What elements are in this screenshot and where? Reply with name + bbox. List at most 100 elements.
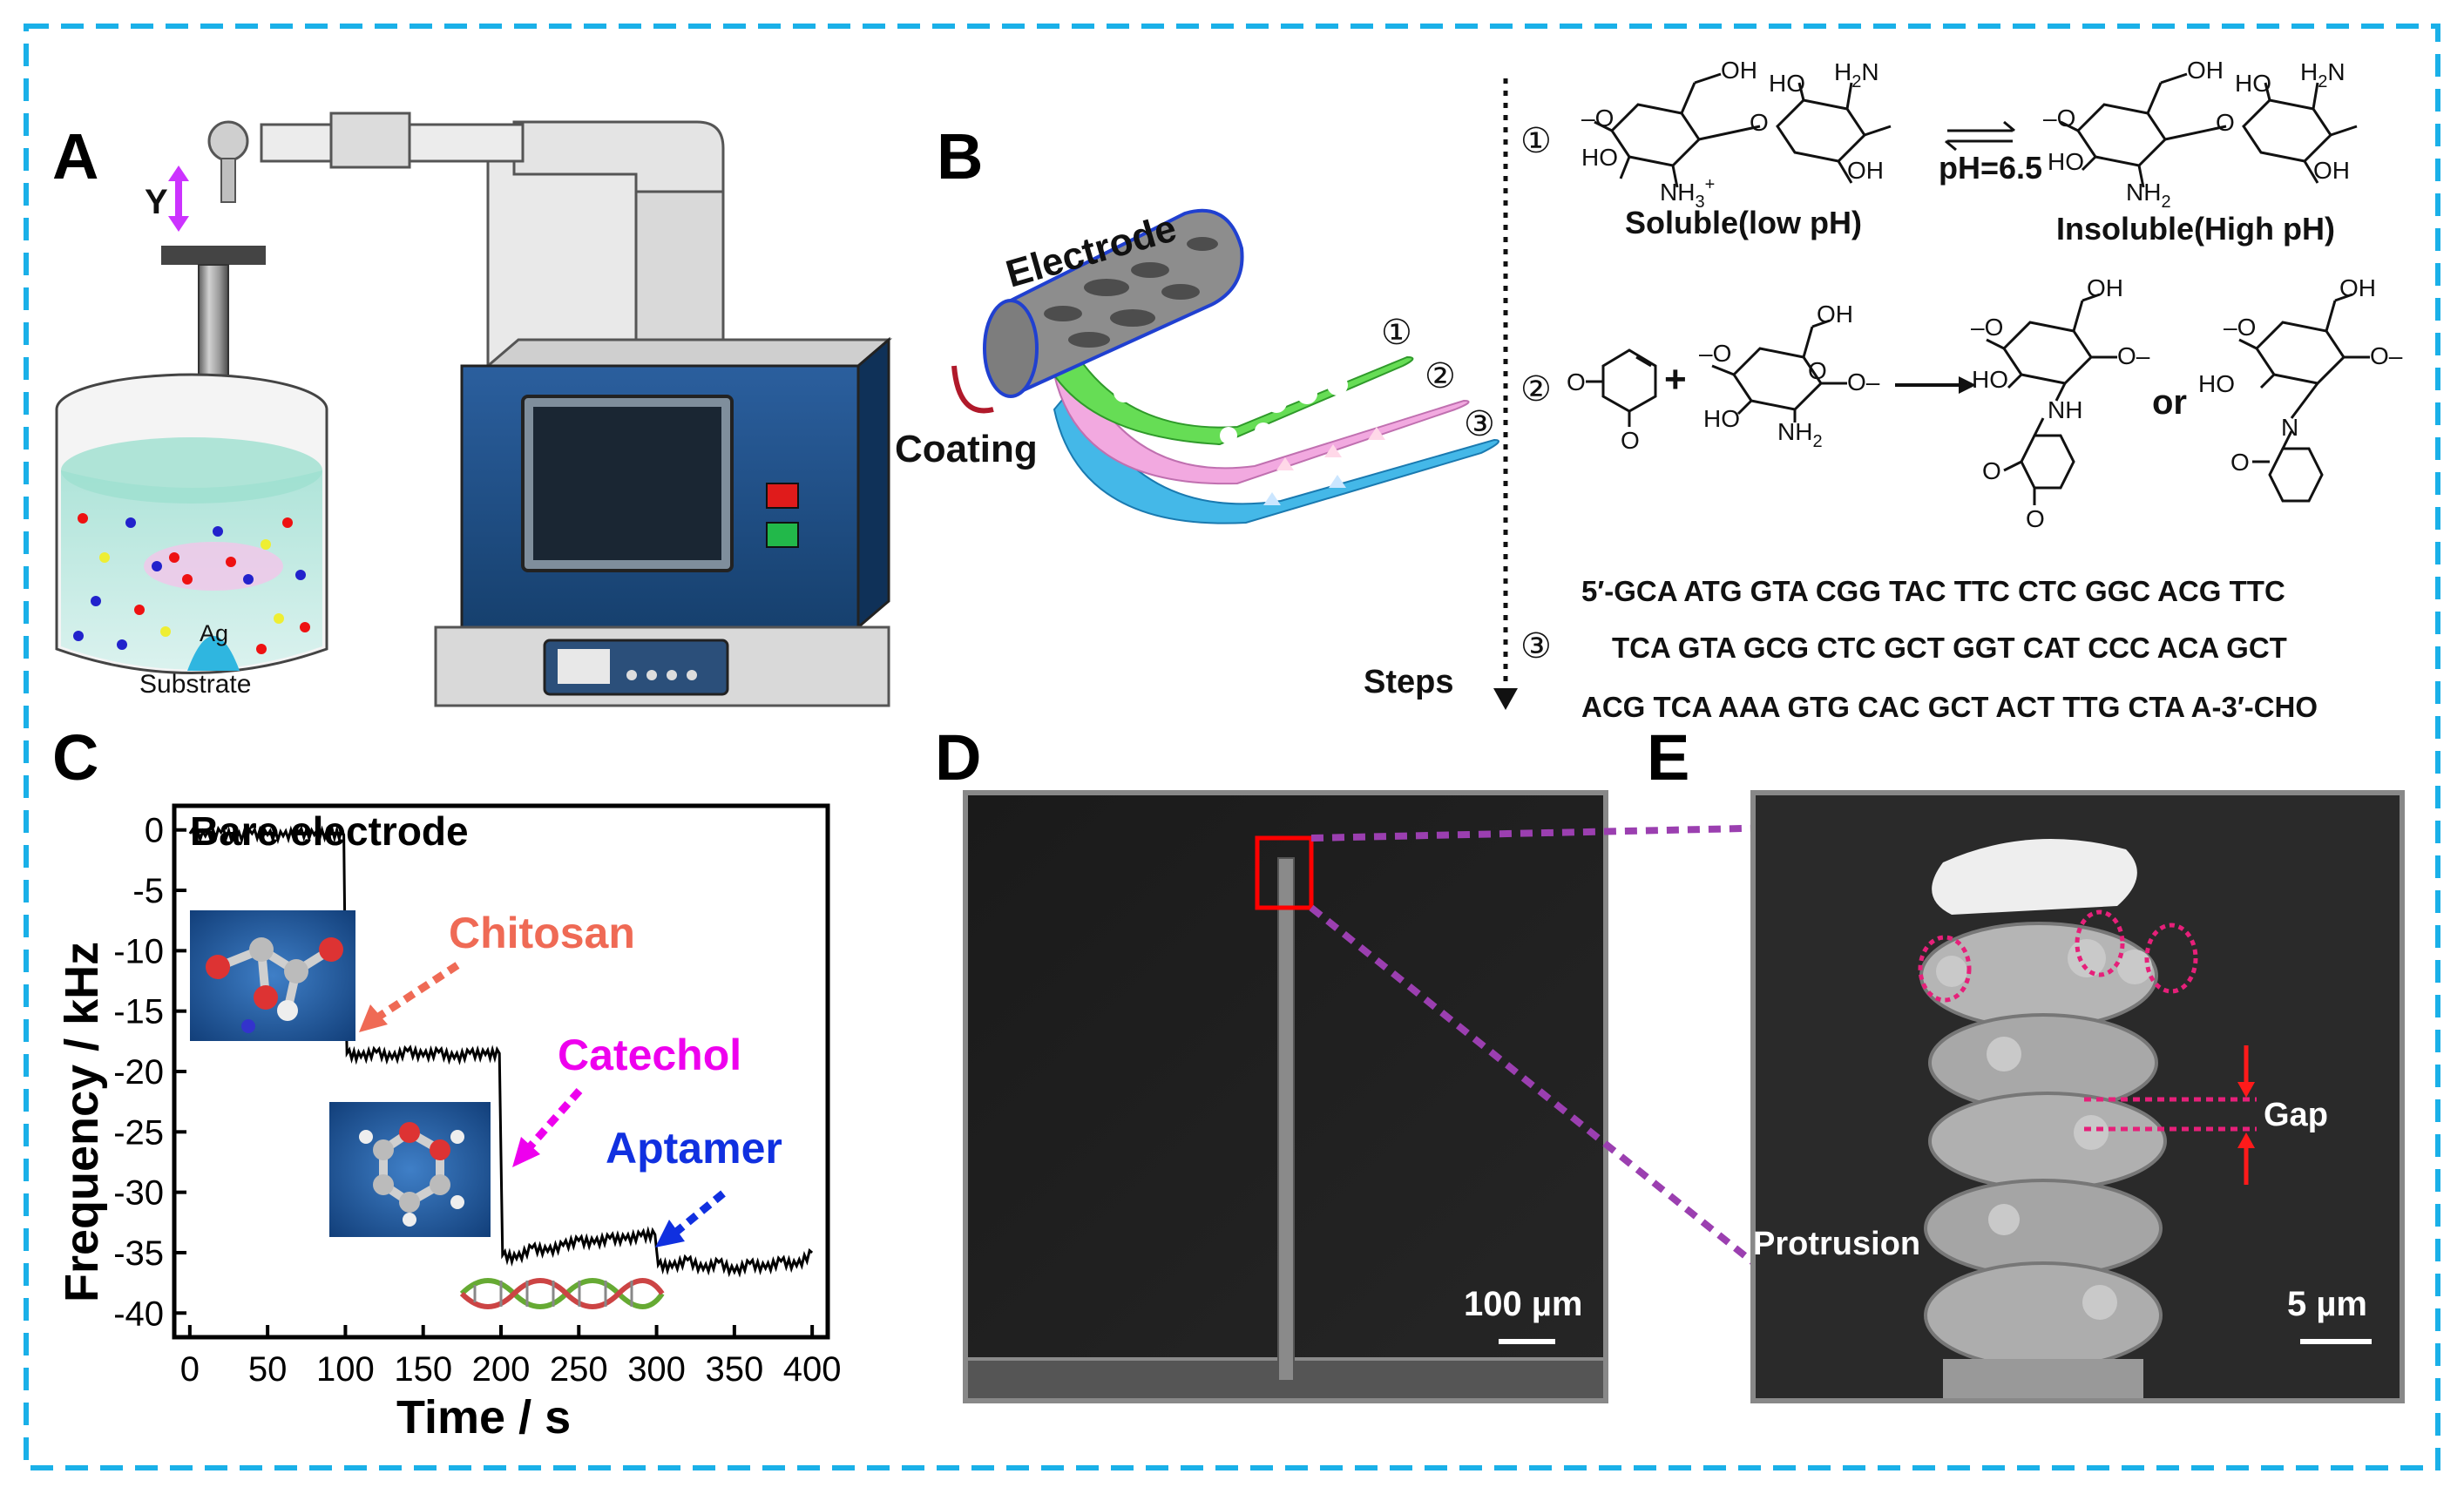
step-3-number: ③ bbox=[1520, 627, 1552, 666]
insoluble-chitosan-structure bbox=[2060, 72, 2358, 188]
sequence-line-2: TCA GTA GCG CTC GCT GGT CAT CCC ACA GCT bbox=[1612, 632, 2287, 664]
steps-arrowhead-icon bbox=[1493, 688, 1518, 710]
annotation-catechol: Catechol bbox=[558, 1031, 741, 1079]
schiff-product-structure-1 bbox=[1986, 293, 2117, 505]
step2-glc-o-methyl: –O bbox=[1699, 340, 1731, 367]
reaction-arrow-icon bbox=[1895, 376, 1976, 394]
step2-quinone-o1: O bbox=[1567, 368, 1586, 395]
step1-r-oh-bottom: OH bbox=[2313, 157, 2350, 184]
y-tick-label: -15 bbox=[113, 993, 164, 1031]
layer-number-2: ② bbox=[1425, 357, 1456, 395]
annotation-chitosan: Chitosan bbox=[449, 909, 635, 957]
soluble-label: Soluble(low pH) bbox=[1625, 205, 1862, 240]
y-tick-label: -5 bbox=[132, 872, 164, 910]
step1-r-o-methyl: –O bbox=[2043, 105, 2075, 132]
x-tick-label: 350 bbox=[705, 1350, 763, 1389]
x-tick-label: 0 bbox=[180, 1350, 200, 1389]
panel-d: D 100 µm bbox=[935, 721, 1608, 1403]
step2-p2-o: O bbox=[2230, 449, 2250, 476]
series-line bbox=[188, 824, 814, 1278]
step1-l-h2n: H2N bbox=[1834, 58, 1879, 91]
step-1-number: ① bbox=[1520, 122, 1552, 160]
step1-r-ho: HO bbox=[2048, 148, 2084, 175]
y-tick-label: -25 bbox=[113, 1113, 164, 1152]
x-tick-label: 100 bbox=[316, 1350, 375, 1389]
step2-p1-ho: HO bbox=[1972, 366, 2008, 393]
y-tick-label: -20 bbox=[113, 1053, 164, 1092]
step1-l-oh-bottom: OH bbox=[1847, 157, 1884, 184]
annotation-aptamer: Aptamer bbox=[606, 1124, 782, 1173]
protrusion-label: Protrusion bbox=[1753, 1226, 1920, 1262]
o-quinone-structure bbox=[1586, 348, 1657, 427]
panel-e-letter: E bbox=[1647, 721, 1689, 794]
scale-label-e: 5 µm bbox=[2287, 1285, 2367, 1323]
step1-r-h2n: H2N bbox=[2300, 58, 2346, 91]
step2-p2-oh: OH bbox=[2339, 274, 2376, 301]
step1-l-ho2: HO bbox=[1769, 70, 1805, 97]
step1-r-nh2: NH2 bbox=[2126, 179, 2171, 212]
x-tick-label: 400 bbox=[783, 1350, 842, 1389]
step1-l-ho: HO bbox=[1581, 144, 1618, 171]
step2-plus: + bbox=[1664, 358, 1687, 401]
x-tick-label: 50 bbox=[248, 1350, 288, 1389]
equilibrium-arrows-icon bbox=[1945, 120, 2015, 152]
step2-p2-o-tail: O– bbox=[2370, 342, 2403, 369]
step-2-reaction: ② O O + –O OH O O– HO NH2 bbox=[1520, 274, 2403, 532]
y-tick-label: -10 bbox=[113, 932, 164, 970]
beaker-icon: Ag bbox=[55, 373, 328, 674]
step2-glc-oh: OH bbox=[1817, 301, 1853, 328]
step1-l-oh-top: OH bbox=[1721, 57, 1757, 84]
figure-frame bbox=[24, 24, 2440, 1470]
x-tick-label: 300 bbox=[627, 1350, 686, 1389]
highlight-box bbox=[1255, 835, 1314, 910]
ion-particles bbox=[73, 513, 310, 654]
layer-arrows-blue bbox=[1263, 475, 1346, 505]
step2-p1-o2: O bbox=[2026, 505, 2045, 532]
step2-glc-nh2: NH2 bbox=[1777, 418, 1823, 451]
step2-p2-n: N bbox=[2281, 414, 2298, 441]
coating-label: Coating bbox=[895, 428, 1038, 470]
step2-p1-o-tail: O– bbox=[2117, 342, 2150, 369]
y-tick-label: 0 bbox=[145, 812, 164, 850]
molecule-chitosan-icon bbox=[190, 910, 355, 1041]
sequence-line-3: ACG TCA AAA GTG CAC GCT ACT TTG CTA A-3′… bbox=[1581, 691, 2318, 723]
panel-a-letter: A bbox=[52, 120, 98, 193]
glucosamine-structure bbox=[1711, 319, 1847, 423]
dna-helix-icon bbox=[459, 1278, 665, 1309]
step2-glc-ho: HO bbox=[1703, 405, 1740, 432]
tip-label-ag: Ag bbox=[200, 620, 228, 646]
panel-c-letter: C bbox=[52, 721, 98, 794]
y-tick-label: -35 bbox=[113, 1234, 164, 1273]
y-double-arrow-icon bbox=[168, 166, 189, 232]
y-axis-label-chart: Frequency / kHz bbox=[56, 942, 108, 1302]
layer-number-3: ③ bbox=[1464, 405, 1495, 443]
y-axis-label: Y bbox=[145, 183, 168, 221]
microelectrode-pillar bbox=[1277, 857, 1295, 1382]
y-tick-label: -40 bbox=[113, 1295, 164, 1333]
step2-p2-ho: HO bbox=[2198, 370, 2235, 397]
step-3-aptamer: ③ 5′-GCA ATG GTA CGG TAC TTC CTC GGC ACG… bbox=[1520, 575, 2318, 723]
step2-p1-nh: NH bbox=[2048, 396, 2082, 423]
coating-layers bbox=[1031, 298, 1499, 524]
substrate-label: Substrate bbox=[139, 670, 251, 699]
step1-r-o-link: O bbox=[2216, 109, 2235, 136]
step2-p1-o-methyl: –O bbox=[1971, 314, 2003, 341]
gap-label: Gap bbox=[2264, 1097, 2328, 1133]
panel-a: A Y bbox=[52, 112, 893, 707]
step1-l-o-methyl: –O bbox=[1581, 105, 1614, 132]
step1-l-nh3: NH3+ bbox=[1660, 175, 1715, 212]
panel-d-letter: D bbox=[935, 721, 981, 794]
soluble-chitosan-structure bbox=[1594, 72, 1892, 188]
molecule-catechol-icon bbox=[329, 1102, 491, 1237]
step-1-reaction: ① –O OH HO NH3+ O HO H2N OH pH=6.5 bbox=[1520, 57, 2358, 247]
schiff-product-structure-2 bbox=[2238, 293, 2370, 503]
step1-r-oh-top: OH bbox=[2187, 57, 2224, 84]
panel-e: E Gap bbox=[1647, 721, 2405, 1403]
helical-microstructure bbox=[1919, 839, 2167, 1398]
gap-markers bbox=[2084, 1045, 2257, 1185]
scale-label-d: 100 µm bbox=[1464, 1285, 1582, 1323]
aptamer-arrow-icon bbox=[655, 1190, 726, 1247]
